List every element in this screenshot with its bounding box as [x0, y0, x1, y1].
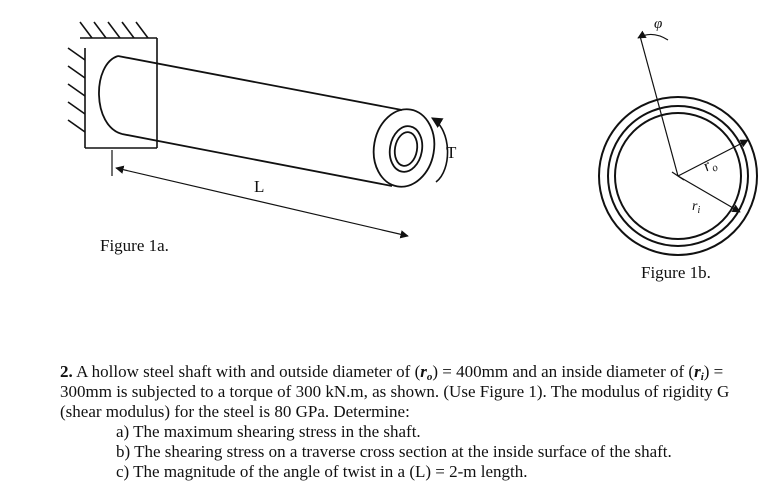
problem-text-2: ) = 400mm and an inside diameter of ( [432, 362, 695, 381]
length-label: L [254, 177, 264, 196]
outer-radius-label: ro [700, 154, 721, 177]
twist-angle-arrow [637, 30, 669, 41]
part-a: a) The maximum shearing stress in the sh… [116, 422, 421, 441]
inner-radius-symbol: ri [694, 362, 704, 383]
figure-1a-caption: Figure 1a. [100, 236, 169, 255]
part-c: c) The magnitude of the angle of twist i… [116, 462, 528, 481]
inner-radius-label: ri [692, 199, 700, 216]
angle-label: φ [654, 16, 662, 32]
problem-text-1: A hollow steel shaft with and outside di… [76, 362, 421, 381]
problem-text-3: ) = 300mm is subjected to a torque of 30… [60, 362, 730, 421]
problem-intro: 2. A hollow steel shaft with and outside… [60, 362, 772, 422]
shaft-diagram: T L φ ro ri [67, 16, 758, 256]
cross-section [598, 96, 758, 256]
outer-radius-symbol: ro [420, 362, 433, 383]
problem-number: 2. [60, 362, 73, 381]
radius-lines [639, 35, 749, 213]
problem-statement: 2. A hollow steel shaft with and outside… [60, 362, 772, 482]
fixed-wall [67, 21, 158, 149]
figure-1b-caption: Figure 1b. [641, 263, 711, 282]
length-dimension [111, 150, 409, 239]
hollow-shaft [98, 55, 436, 188]
torque-label: T [446, 143, 457, 162]
torque-arrow [431, 117, 449, 183]
part-b: b) The shearing stress on a traverse cro… [116, 442, 672, 461]
problem-parts: a) The maximum shearing stress in the sh… [116, 422, 772, 482]
